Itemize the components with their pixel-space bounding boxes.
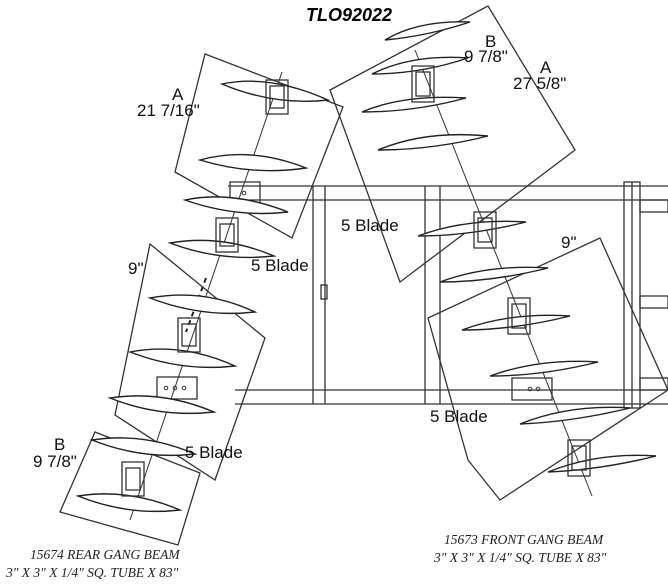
front-dim-a-value: 27 5/8" (513, 74, 566, 93)
front-dim-b-value: 9 7/8" (464, 47, 508, 66)
front-blade (417, 220, 527, 237)
rear-blade (182, 196, 289, 215)
front-bearing-inner (415, 71, 431, 97)
front-bearing (411, 65, 435, 103)
front-bearing-inner (511, 303, 527, 329)
front-bearing (473, 211, 497, 249)
front-dim-a-letter: A (540, 58, 552, 77)
rear-beam-caption-line2: 3" X 3" X 1/4" SQ. TUBE X 83" (5, 565, 179, 580)
front-bearing-inner (477, 217, 493, 243)
rear-dim-a-letter: A (172, 85, 184, 104)
front-blade (519, 406, 631, 425)
rear-blade (89, 437, 198, 457)
front-blade-label-upper: 5 Blade (341, 216, 399, 235)
front-blade (439, 266, 549, 283)
rear-blade (127, 348, 238, 369)
rear-bearing-inner (125, 467, 141, 491)
front-beam-caption-line2: 3" X 3" X 1/4" SQ. TUBE X 83" (433, 550, 607, 565)
rear-bearing (215, 217, 239, 253)
front-blade (461, 314, 571, 331)
rear-spacing: 9" (128, 259, 144, 278)
rear-bearing (177, 317, 201, 353)
rear-beam-caption-line1: 15674 REAR GANG BEAM (30, 547, 180, 562)
rear-gang-assembly (59, 53, 344, 546)
rear-bearing (121, 461, 145, 497)
rear-dim-b-letter: B (54, 435, 65, 454)
rear-dim-b-value: 9 7/8" (33, 452, 77, 471)
front-spacing: 9" (561, 233, 577, 252)
rear-blade (197, 153, 309, 172)
front-gang-assembly (329, 5, 668, 501)
rear-blade (75, 493, 183, 513)
front-gang-lower-box (427, 237, 668, 501)
front-blade (377, 133, 489, 151)
front-blade-label-lower: 5 Blade (430, 407, 488, 426)
front-blade (384, 21, 471, 41)
front-bearing (507, 297, 531, 335)
rear-gang-bottom-box (59, 431, 201, 546)
front-beam-caption-line1: 15673 FRONT GANG BEAM (444, 532, 604, 547)
rear-bearing (265, 79, 289, 115)
front-blade (489, 360, 599, 377)
front-bearing (567, 439, 591, 477)
rear-bearing-inner (219, 223, 235, 247)
rear-blade-label-upper: 5 Blade (251, 256, 309, 275)
front-gang-upper-box (329, 5, 576, 284)
drawing-title: TLO92022 (306, 5, 392, 25)
rear-dim-a-value: 21 7/16" (137, 101, 200, 120)
toolbar-frame (156, 181, 668, 409)
rear-blade (107, 395, 217, 415)
front-bearing-inner (571, 445, 587, 471)
rear-blade (219, 80, 331, 102)
rear-bearing-inner (181, 323, 197, 347)
front-blade (361, 96, 467, 113)
rear-blade (147, 294, 258, 315)
front-dim-b-letter: B (485, 32, 496, 51)
rear-blade-label-lower: 5 Blade (185, 443, 243, 462)
rear-blade (167, 239, 277, 259)
rear-bearing-inner (269, 85, 285, 109)
